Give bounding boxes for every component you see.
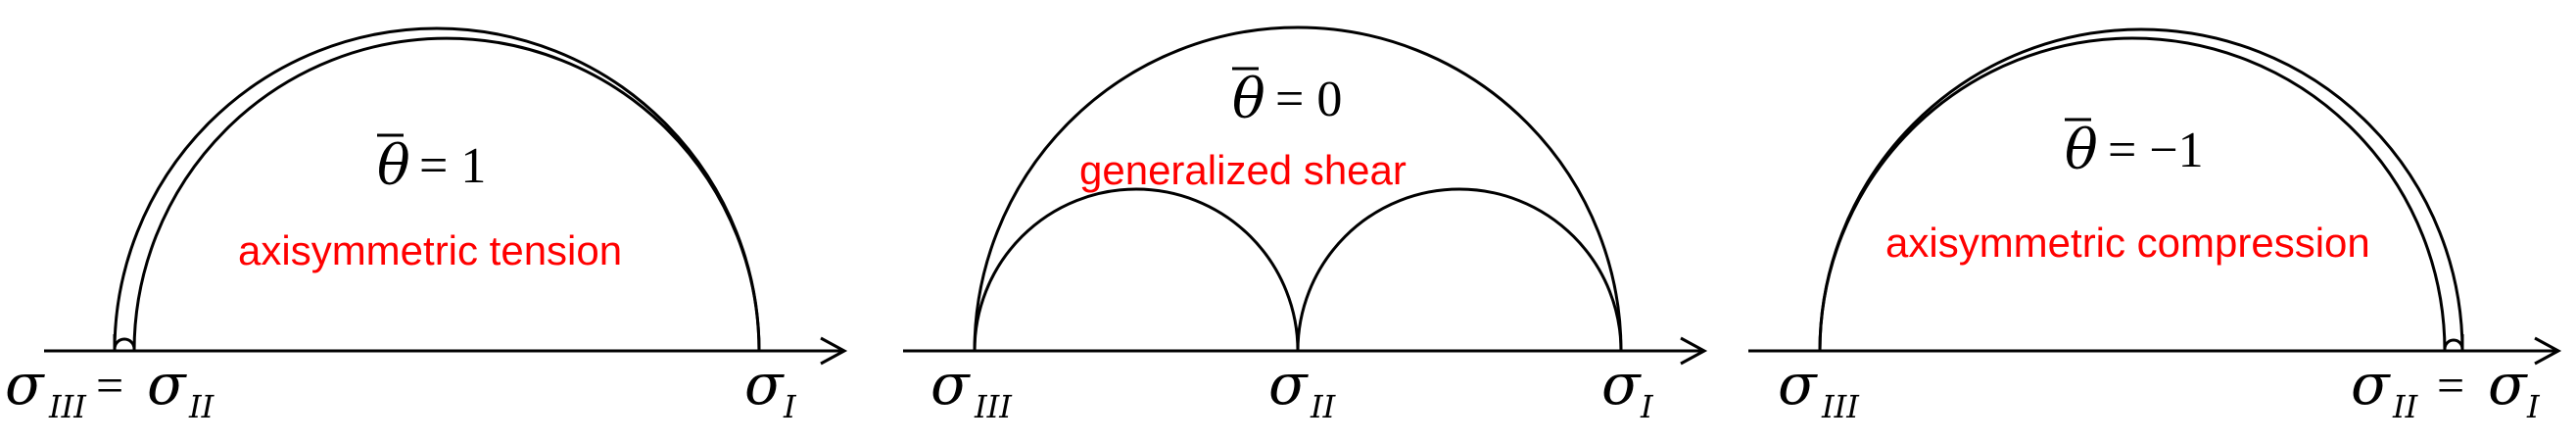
sigma-i-label: σ bbox=[2488, 351, 2528, 418]
sigma-iii-label: σ bbox=[1778, 351, 1818, 418]
outer-mohr-circle bbox=[973, 25, 1623, 352]
small-cap-arc bbox=[113, 337, 136, 350]
sigma-iii-label: σ bbox=[930, 351, 971, 418]
inner-mohr-circle bbox=[1818, 36, 2447, 352]
panel-compression: θ = −1 axisymmetric compression σ III σ … bbox=[1748, 27, 2562, 425]
theta-bar-symbol: θ bbox=[1232, 68, 1265, 131]
theta-value: = 0 bbox=[1275, 72, 1342, 127]
sigma-i-subscript: I bbox=[783, 388, 797, 425]
sigma-ii-label: σ bbox=[147, 351, 187, 418]
sigma-ii-subscript: II bbox=[1310, 388, 1337, 425]
sigma-ii-subscript: II bbox=[2392, 388, 2419, 425]
theta-bar-symbol: θ bbox=[2065, 119, 2098, 182]
theta-value: = −1 bbox=[2108, 123, 2204, 178]
outer-mohr-circle bbox=[1818, 27, 2464, 352]
panel-tension: θ = 1 axisymmetric tension σ III = σ II … bbox=[5, 26, 848, 425]
axis-arrow-icon bbox=[1680, 336, 1708, 366]
sigma-iii-label: σ bbox=[5, 351, 45, 418]
sigma-ii-label: σ bbox=[1268, 351, 1309, 418]
right-mohr-circle bbox=[1296, 187, 1623, 352]
sigma-ii-label: σ bbox=[2351, 351, 2391, 418]
case-label: axisymmetric tension bbox=[238, 227, 622, 273]
axis-arrow-icon bbox=[820, 336, 848, 366]
sigma-i-label: σ bbox=[744, 351, 785, 418]
inner-mohr-circle bbox=[132, 36, 761, 352]
case-label: axisymmetric compression bbox=[1885, 220, 2370, 266]
equals-sign: = bbox=[96, 358, 123, 413]
sigma-i-label: σ bbox=[1601, 351, 1642, 418]
sigma-iii-subscript: III bbox=[48, 388, 87, 425]
left-mohr-circle bbox=[973, 187, 1300, 352]
case-label: generalized shear bbox=[1079, 147, 1407, 193]
axis-arrow-icon bbox=[2534, 336, 2562, 366]
equals-sign: = bbox=[2437, 358, 2464, 413]
sigma-ii-subscript: II bbox=[188, 388, 215, 425]
theta-value: = 1 bbox=[419, 138, 486, 194]
sigma-iii-subscript: III bbox=[1821, 388, 1860, 425]
sigma-i-subscript: I bbox=[2526, 388, 2541, 425]
panel-shear: θ = 0 generalized shear σ III σ II σ I bbox=[903, 25, 1708, 425]
theta-bar-symbol: θ bbox=[377, 134, 410, 198]
small-cap-arc bbox=[2443, 338, 2464, 350]
sigma-i-subscript: I bbox=[1640, 388, 1654, 425]
sigma-iii-subscript: III bbox=[974, 388, 1013, 425]
